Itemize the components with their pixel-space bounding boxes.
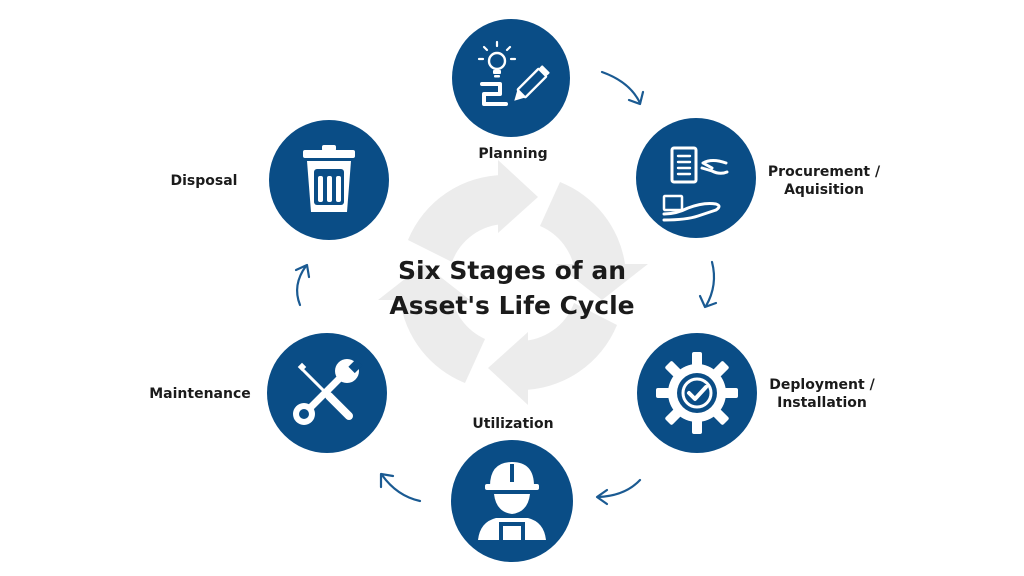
worker-hard-hat-icon: [478, 462, 546, 540]
diagram-title-line-1: Six Stages of an: [398, 256, 626, 285]
stage-deployment: Deployment / Installation: [637, 333, 876, 453]
lightbulb-pencil-icon: [477, 40, 550, 106]
background-cycle-icon: [378, 160, 648, 405]
stage-disposal: Disposal: [171, 120, 389, 240]
document-handover-icon: [662, 146, 729, 222]
stage-procurement-label-line-2: Aquisition: [784, 182, 864, 198]
stage-planning: Planning: [452, 19, 570, 162]
stage-disposal-label: Disposal: [171, 173, 238, 189]
stage-planning-circle: [452, 19, 570, 137]
trash-bin-icon: [303, 145, 355, 212]
stage-utilization-label: Utilization: [472, 416, 553, 432]
arrow-procurement-to-deployment: [698, 260, 718, 309]
arrow-planning-to-procurement: [600, 70, 645, 106]
arrow-maintenance-to-disposal: [294, 263, 311, 307]
stage-procurement: Procurement / Aquisition: [636, 118, 881, 238]
stage-deployment-label-line-1: Deployment /: [769, 377, 875, 393]
wrench-screwdriver-icon: [293, 358, 363, 425]
stage-procurement-label-line-1: Procurement /: [768, 164, 881, 180]
gear-check-icon: [656, 352, 738, 434]
arrow-utilization-to-maintenance: [379, 472, 422, 503]
stage-deployment-label-line-2: Installation: [777, 395, 867, 411]
stage-maintenance-label: Maintenance: [149, 386, 251, 402]
stage-maintenance: Maintenance: [149, 333, 387, 453]
stage-planning-label: Planning: [478, 146, 547, 162]
flow-arrows: [294, 70, 718, 506]
diagram-title-line-2: Asset's Life Cycle: [389, 291, 634, 320]
stage-utilization: Utilization: [451, 416, 573, 562]
arrow-deployment-to-utilization: [595, 478, 642, 506]
